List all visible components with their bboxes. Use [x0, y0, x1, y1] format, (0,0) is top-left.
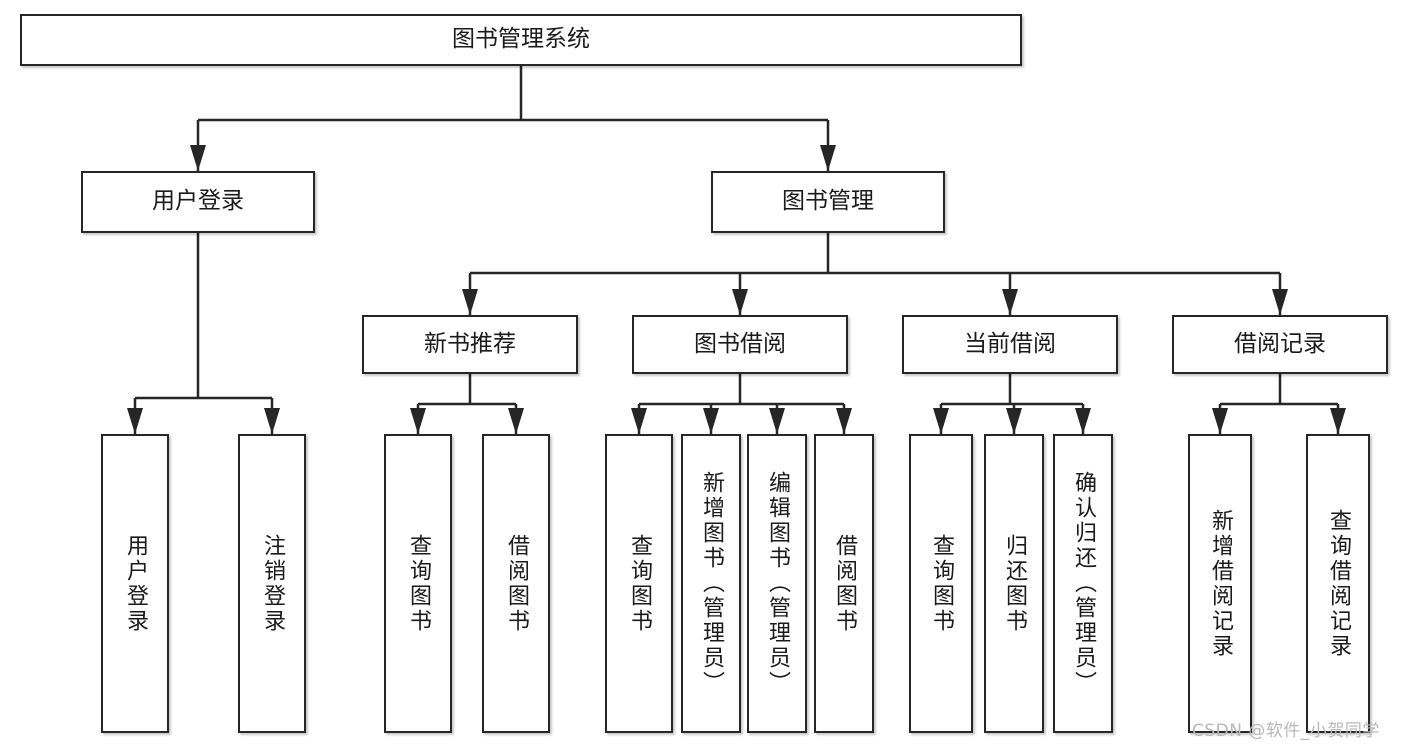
node-borrow_record: 借阅记录	[1172, 315, 1388, 374]
node-label: 图书管理系统	[452, 26, 590, 53]
node-leaf_borrow_book_1: 借阅图书	[482, 434, 550, 733]
node-leaf_query_record: 查询借阅记录	[1306, 434, 1370, 733]
node-label: 注销登录	[260, 533, 285, 634]
node-label: 借阅记录	[1234, 330, 1326, 357]
node-label: 确认归还（管理员）	[1071, 471, 1096, 696]
arrow-head	[703, 408, 719, 434]
node-label: 归还图书	[1002, 533, 1027, 634]
node-label: 查询借阅记录	[1326, 508, 1351, 659]
node-leaf_edit_book: 编辑图书（管理员）	[747, 434, 807, 733]
node-leaf_add_record: 新增借阅记录	[1188, 434, 1252, 733]
arrow-head	[190, 145, 206, 171]
arrow-head	[933, 408, 949, 434]
node-label: 用户登录	[152, 188, 244, 215]
arrow-head	[836, 408, 852, 434]
node-leaf_confirm_return: 确认归还（管理员）	[1053, 434, 1113, 733]
node-label: 当前借阅	[964, 330, 1056, 357]
node-label: 查询图书	[929, 533, 954, 634]
arrow-head	[769, 408, 785, 434]
node-user_login: 用户登录	[81, 171, 315, 233]
arrow-head	[508, 408, 524, 434]
arrow-head	[1272, 289, 1288, 315]
node-leaf_borrow_book_2: 借阅图书	[814, 434, 874, 733]
node-leaf_add_book: 新增图书（管理员）	[681, 434, 741, 733]
node-label: 查询图书	[627, 533, 652, 634]
node-label: 用户登录	[123, 533, 148, 634]
arrow-head	[410, 408, 426, 434]
arrow-head	[820, 145, 836, 171]
node-leaf_return_book: 归还图书	[984, 434, 1044, 733]
node-label: 新增图书（管理员）	[699, 471, 724, 696]
node-book_manage: 图书管理	[711, 171, 945, 233]
node-root: 图书管理系统	[20, 14, 1022, 66]
node-label: 图书管理	[782, 188, 874, 215]
node-book_borrow: 图书借阅	[632, 315, 848, 374]
node-current_borrow: 当前借阅	[902, 315, 1118, 374]
arrow-head	[264, 408, 280, 434]
arrow-head	[462, 289, 478, 315]
node-label: 借阅图书	[504, 533, 529, 634]
node-label: 查询图书	[406, 533, 431, 634]
arrow-head	[732, 289, 748, 315]
node-label: 借阅图书	[832, 533, 857, 634]
node-new_book_rec: 新书推荐	[362, 315, 578, 374]
arrow-head	[127, 408, 143, 434]
arrow-head	[1330, 408, 1346, 434]
node-leaf_query_book_1: 查询图书	[384, 434, 452, 733]
arrow-head	[1212, 408, 1228, 434]
arrow-head	[1002, 289, 1018, 315]
node-label: 新书推荐	[424, 330, 516, 357]
node-leaf_query_book_2: 查询图书	[605, 434, 673, 733]
node-label: 新增借阅记录	[1208, 508, 1233, 659]
node-label: 图书借阅	[694, 330, 786, 357]
node-label: 编辑图书（管理员）	[765, 471, 790, 696]
arrow-head	[631, 408, 647, 434]
node-leaf_user_login: 用户登录	[101, 434, 169, 733]
arrow-head	[1075, 408, 1091, 434]
node-leaf_query_book_3: 查询图书	[909, 434, 973, 733]
arrow-head	[1006, 408, 1022, 434]
watermark-text: CSDN @软件_小贺同学	[1192, 721, 1380, 741]
node-leaf_logout: 注销登录	[238, 434, 306, 733]
